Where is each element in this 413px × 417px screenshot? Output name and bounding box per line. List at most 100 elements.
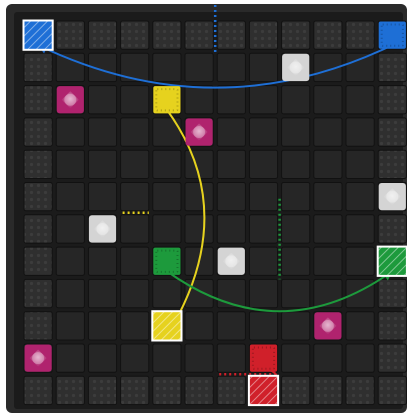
blue-target-piece-hatch[interactable] — [24, 21, 53, 50]
board-cell[interactable] — [185, 183, 213, 211]
board-cell[interactable] — [249, 279, 277, 307]
board-cell[interactable] — [249, 312, 277, 340]
board-cell[interactable] — [153, 183, 181, 211]
board-cell[interactable] — [56, 183, 84, 211]
board-cell[interactable] — [282, 150, 310, 178]
board-cell[interactable] — [217, 183, 245, 211]
board-cell[interactable] — [121, 376, 149, 404]
silver-robot-piece[interactable] — [379, 183, 406, 210]
board-cell[interactable] — [56, 247, 84, 275]
yellow-target-piece[interactable] — [152, 311, 181, 340]
board-cell[interactable] — [88, 312, 116, 340]
board-cell[interactable] — [346, 53, 374, 81]
board-cell[interactable] — [314, 247, 342, 275]
board-cell[interactable] — [249, 150, 277, 178]
board-cell[interactable] — [88, 118, 116, 146]
red-robot-piece[interactable] — [250, 345, 277, 372]
board-cell[interactable] — [314, 21, 342, 49]
board-cell[interactable] — [217, 312, 245, 340]
yellow-robot-piece-body[interactable] — [153, 86, 180, 113]
board-cell[interactable] — [185, 344, 213, 372]
board-cell[interactable] — [282, 344, 310, 372]
magenta-robot-piece[interactable] — [25, 345, 52, 372]
board-cell[interactable] — [153, 21, 181, 49]
board-cell[interactable] — [185, 86, 213, 114]
board-cell[interactable] — [88, 279, 116, 307]
board-cell[interactable] — [314, 118, 342, 146]
board-cell[interactable] — [378, 215, 406, 243]
board-cell[interactable] — [378, 376, 406, 404]
board-cell[interactable] — [314, 86, 342, 114]
board-cell[interactable] — [282, 215, 310, 243]
board-cell[interactable] — [378, 53, 406, 81]
board-cell[interactable] — [153, 53, 181, 81]
board-cell[interactable] — [56, 118, 84, 146]
green-robot-piece-body[interactable] — [153, 248, 180, 275]
board-cell[interactable] — [346, 183, 374, 211]
board-cell[interactable] — [121, 118, 149, 146]
board-cell[interactable] — [185, 215, 213, 243]
red-target-piece-hatch[interactable] — [249, 376, 278, 405]
board-cell[interactable] — [282, 247, 310, 275]
board-cell[interactable] — [346, 344, 374, 372]
board-cell[interactable] — [249, 215, 277, 243]
board-cell[interactable] — [217, 150, 245, 178]
green-target-piece[interactable] — [378, 247, 407, 276]
board-cell[interactable] — [282, 183, 310, 211]
board-cell[interactable] — [249, 118, 277, 146]
board-cell[interactable] — [24, 215, 52, 243]
board-cell[interactable] — [88, 183, 116, 211]
board-cell[interactable] — [153, 118, 181, 146]
board-cell[interactable] — [314, 376, 342, 404]
silver-robot-piece-shine[interactable] — [97, 223, 109, 235]
board-cell[interactable] — [314, 215, 342, 243]
yellow-target-piece-hatch[interactable] — [152, 311, 181, 340]
board-cell[interactable] — [185, 312, 213, 340]
magenta-robot-piece[interactable] — [57, 86, 84, 113]
silver-robot-piece[interactable] — [218, 248, 245, 275]
board-cell[interactable] — [282, 21, 310, 49]
board-cell[interactable] — [121, 215, 149, 243]
board-cell[interactable] — [153, 344, 181, 372]
silver-robot-piece[interactable] — [89, 215, 116, 242]
board-cell[interactable] — [346, 215, 374, 243]
board-cell[interactable] — [24, 376, 52, 404]
blue-robot-piece-body[interactable] — [379, 22, 406, 49]
board-cell[interactable] — [56, 150, 84, 178]
board-cell[interactable] — [88, 86, 116, 114]
silver-robot-piece-shine[interactable] — [290, 61, 302, 73]
board-cell[interactable] — [56, 376, 84, 404]
board-cell[interactable] — [217, 118, 245, 146]
board-cell[interactable] — [217, 53, 245, 81]
board-cell[interactable] — [153, 279, 181, 307]
board-cell[interactable] — [346, 312, 374, 340]
yellow-robot-piece[interactable] — [153, 86, 180, 113]
board-cell[interactable] — [282, 86, 310, 114]
silver-robot-piece-shine[interactable] — [225, 255, 237, 267]
board-cell[interactable] — [153, 215, 181, 243]
board-cell[interactable] — [24, 183, 52, 211]
board-cell[interactable] — [346, 247, 374, 275]
board-cell[interactable] — [56, 344, 84, 372]
board-cell[interactable] — [282, 312, 310, 340]
board-cell[interactable] — [24, 247, 52, 275]
board-cell[interactable] — [185, 21, 213, 49]
board-cell[interactable] — [378, 279, 406, 307]
board-cell[interactable] — [121, 21, 149, 49]
board-cell[interactable] — [249, 247, 277, 275]
board-cell[interactable] — [378, 344, 406, 372]
magenta-robot-piece-shine[interactable] — [193, 126, 205, 138]
board-cell[interactable] — [217, 344, 245, 372]
blue-robot-piece[interactable] — [379, 22, 406, 49]
board-cell[interactable] — [249, 53, 277, 81]
board-cell[interactable] — [378, 86, 406, 114]
board-cell[interactable] — [346, 118, 374, 146]
board-cell[interactable] — [56, 215, 84, 243]
board-cell[interactable] — [121, 344, 149, 372]
board-cell[interactable] — [88, 376, 116, 404]
magenta-robot-piece[interactable] — [186, 118, 213, 145]
board-cell[interactable] — [153, 376, 181, 404]
board-cell[interactable] — [282, 376, 310, 404]
board-cell[interactable] — [88, 150, 116, 178]
board-cell[interactable] — [249, 183, 277, 211]
